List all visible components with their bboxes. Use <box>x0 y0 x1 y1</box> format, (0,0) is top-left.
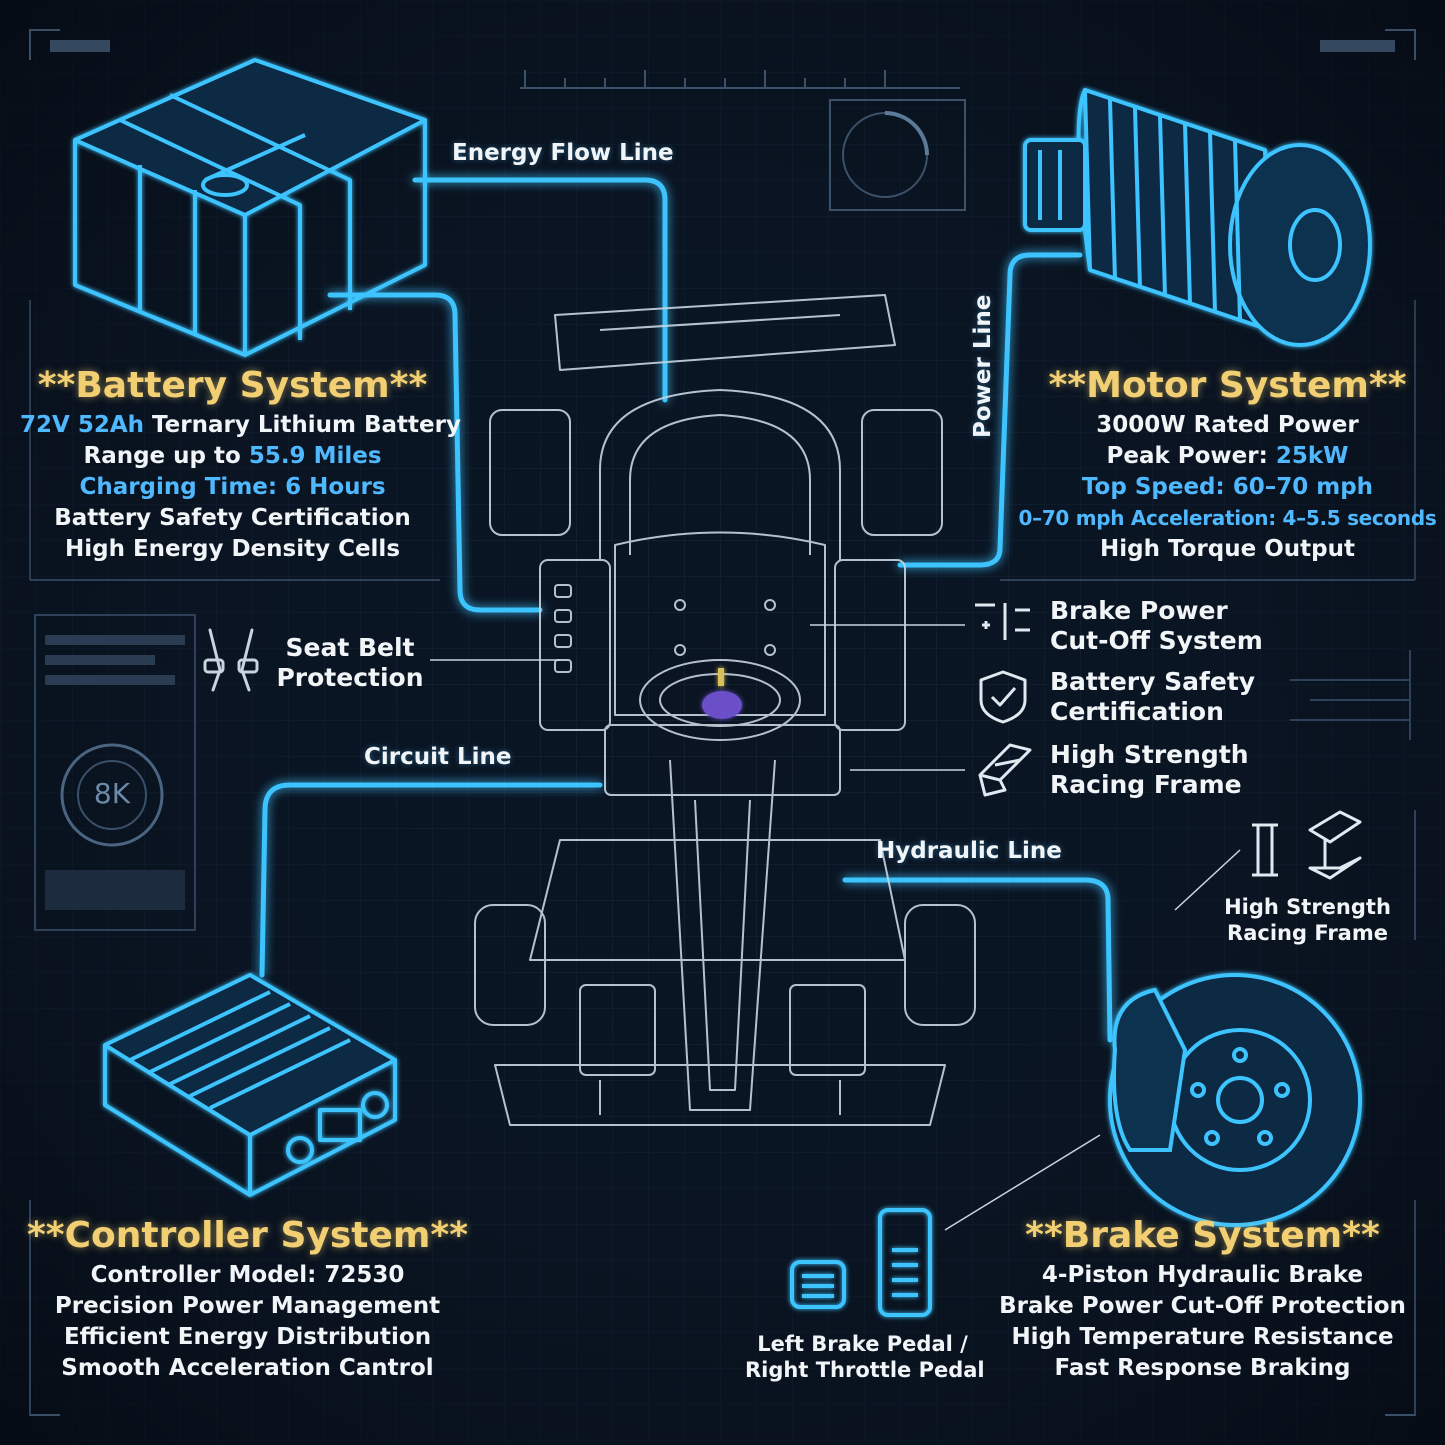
battery-spec-line1: 72V 52Ah Ternary Lithium Battery <box>20 412 461 438</box>
controller-icon <box>103 973 397 1197</box>
motor-icon <box>1023 88 1372 347</box>
feature-battery-cert: Battery Safety Certification <box>1050 667 1256 726</box>
frame-icon <box>978 743 1032 797</box>
brake-spec-line4: Fast Response Braking <box>1054 1355 1351 1381</box>
pedals-label: Left Brake Pedal / Right Throttle Pedal <box>745 1332 985 1382</box>
controller-title: **Controller System** <box>26 1215 469 1256</box>
motor-spec-line2: Peak Power: 25kW <box>1106 443 1349 469</box>
top-ruler <box>520 70 960 89</box>
brake-disc-icon <box>1108 973 1362 1227</box>
brake-spec-line3: High Temperature Resistance <box>1011 1324 1394 1350</box>
brake-spec-line1: 4-Piston Hydraulic Brake <box>1041 1262 1364 1288</box>
energy-flow-label: Energy Flow Line <box>452 140 674 166</box>
motor-title: **Motor System** <box>1048 365 1407 406</box>
controller-block: **Controller System** Controller Model: … <box>20 1215 475 1384</box>
kart-outline <box>474 294 976 1126</box>
shield-check-icon <box>979 670 1027 724</box>
battery-icon <box>73 58 427 357</box>
feature-brake-cutoff: Brake Power Cut-Off System <box>1050 596 1263 655</box>
brake-cutoff-icon <box>975 603 1030 640</box>
right-hud-panel <box>1290 650 1416 940</box>
controller-spec-line4: Smooth Acceleration Cantrol <box>61 1355 434 1381</box>
controller-spec-line3: Efficient Energy Distribution <box>63 1324 432 1350</box>
battery-circuit-line <box>327 292 543 613</box>
motor-block: **Motor System** 3000W Rated Power Peak … <box>1010 365 1445 565</box>
seatbelt-icon <box>203 628 259 692</box>
pedal-icon <box>790 1208 932 1317</box>
power-line-label: Power Line <box>970 294 996 438</box>
brake-spec-line2: Brake Power Cut-Off Protection <box>999 1293 1406 1319</box>
battery-title: **Battery System** <box>37 365 428 406</box>
top-hud-gauge <box>829 99 966 211</box>
battery-block: **Battery System** 72V 52Ah Ternary Lith… <box>20 365 461 565</box>
battery-spec-line3: Charging Time: 6 Hours <box>79 474 386 500</box>
power-line <box>897 252 1083 568</box>
battery-spec-line4: Battery Safety Certification <box>54 505 411 531</box>
battery-spec-line2: Range up to 55.9 Miles <box>83 443 382 469</box>
steering-hub <box>702 668 742 719</box>
connection-lines <box>259 177 1113 1043</box>
frame-callout: High Strength Racing Frame <box>1224 895 1391 945</box>
i-beam-icon <box>1252 810 1362 880</box>
hydraulic-line <box>842 877 1113 1043</box>
motor-spec-line1: 3000W Rated Power <box>1096 412 1359 438</box>
circuit-line-label: Circuit Line <box>364 744 512 770</box>
circuit-line <box>259 782 603 978</box>
battery-spec-line5: High Energy Density Cells <box>64 536 401 562</box>
energy-flow-line <box>412 177 668 403</box>
motor-spec-line4: 0–70 mph Acceleration: 4–5.5 seconds <box>1018 506 1437 530</box>
seatbelt-label: Seat Belt Protection <box>276 633 424 692</box>
brake-title: **Brake System** <box>1025 1215 1380 1256</box>
gauge-icon: 8K <box>93 777 131 810</box>
brake-block: **Brake System** 4-Piston Hydraulic Brak… <box>995 1215 1410 1384</box>
hydraulic-line-label: Hydraulic Line <box>876 838 1062 864</box>
controller-spec-line2: Precision Power Management <box>54 1293 441 1319</box>
left-hud-panel <box>34 614 196 931</box>
section-brackets <box>29 579 1416 1415</box>
motor-spec-line5: High Torque Output <box>1100 536 1355 562</box>
feature-frame: High Strength Racing Frame <box>1050 740 1249 799</box>
controller-spec-line1: Controller Model: 72530 <box>90 1262 405 1288</box>
motor-spec-line3: Top Speed: 60–70 mph <box>1081 474 1374 500</box>
